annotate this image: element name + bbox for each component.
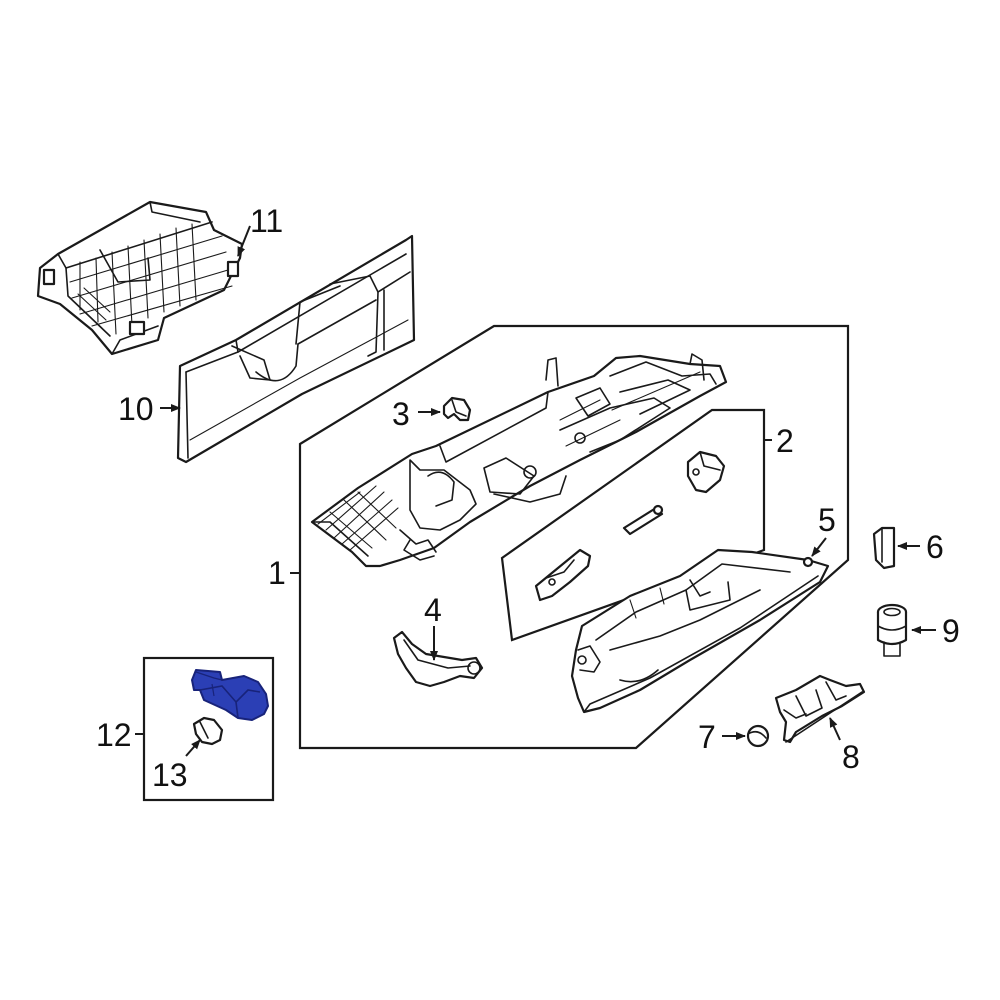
- callout-12: 12: [96, 717, 132, 753]
- part-2-latch-bracket[interactable]: [534, 548, 592, 602]
- callout-4: 4: [424, 592, 442, 628]
- callout-5: 5: [818, 502, 836, 538]
- callout-2: 2: [776, 423, 794, 459]
- callout-9: 9: [942, 613, 960, 649]
- part-13-bulb[interactable]: [192, 716, 224, 746]
- part-10-panel[interactable]: [176, 234, 416, 464]
- callout-3: 3: [392, 396, 410, 432]
- part-9-lock-cylinder[interactable]: [876, 603, 908, 657]
- part-2-group-outline: [500, 408, 766, 642]
- part-1-group-outline: [298, 324, 850, 750]
- callout-11: 11: [250, 203, 283, 239]
- callout-7: 7: [698, 719, 716, 755]
- part-8-latch[interactable]: [774, 674, 866, 744]
- callout-10: 10: [118, 391, 154, 427]
- part-12-lamp-housing[interactable]: [191, 669, 269, 721]
- part-4-striker[interactable]: [392, 630, 484, 688]
- callout-6: 6: [926, 529, 944, 565]
- part-5-glovebox-door[interactable]: [570, 548, 830, 714]
- callout-13: 13: [152, 757, 188, 793]
- part-2-pin[interactable]: [622, 504, 664, 536]
- leader-lines: [135, 225, 936, 757]
- part-7-plug[interactable]: [746, 724, 770, 748]
- part-2-hinge-bracket[interactable]: [686, 450, 726, 494]
- part-6-cover[interactable]: [872, 526, 896, 570]
- part-3-clip[interactable]: [442, 396, 472, 422]
- callout-1: 1: [268, 555, 286, 591]
- part-1-glovebox-housing[interactable]: [310, 353, 728, 568]
- part-11-upper-duct[interactable]: [36, 200, 244, 356]
- part-12-group-outline: [142, 656, 275, 802]
- callout-8: 8: [842, 739, 860, 775]
